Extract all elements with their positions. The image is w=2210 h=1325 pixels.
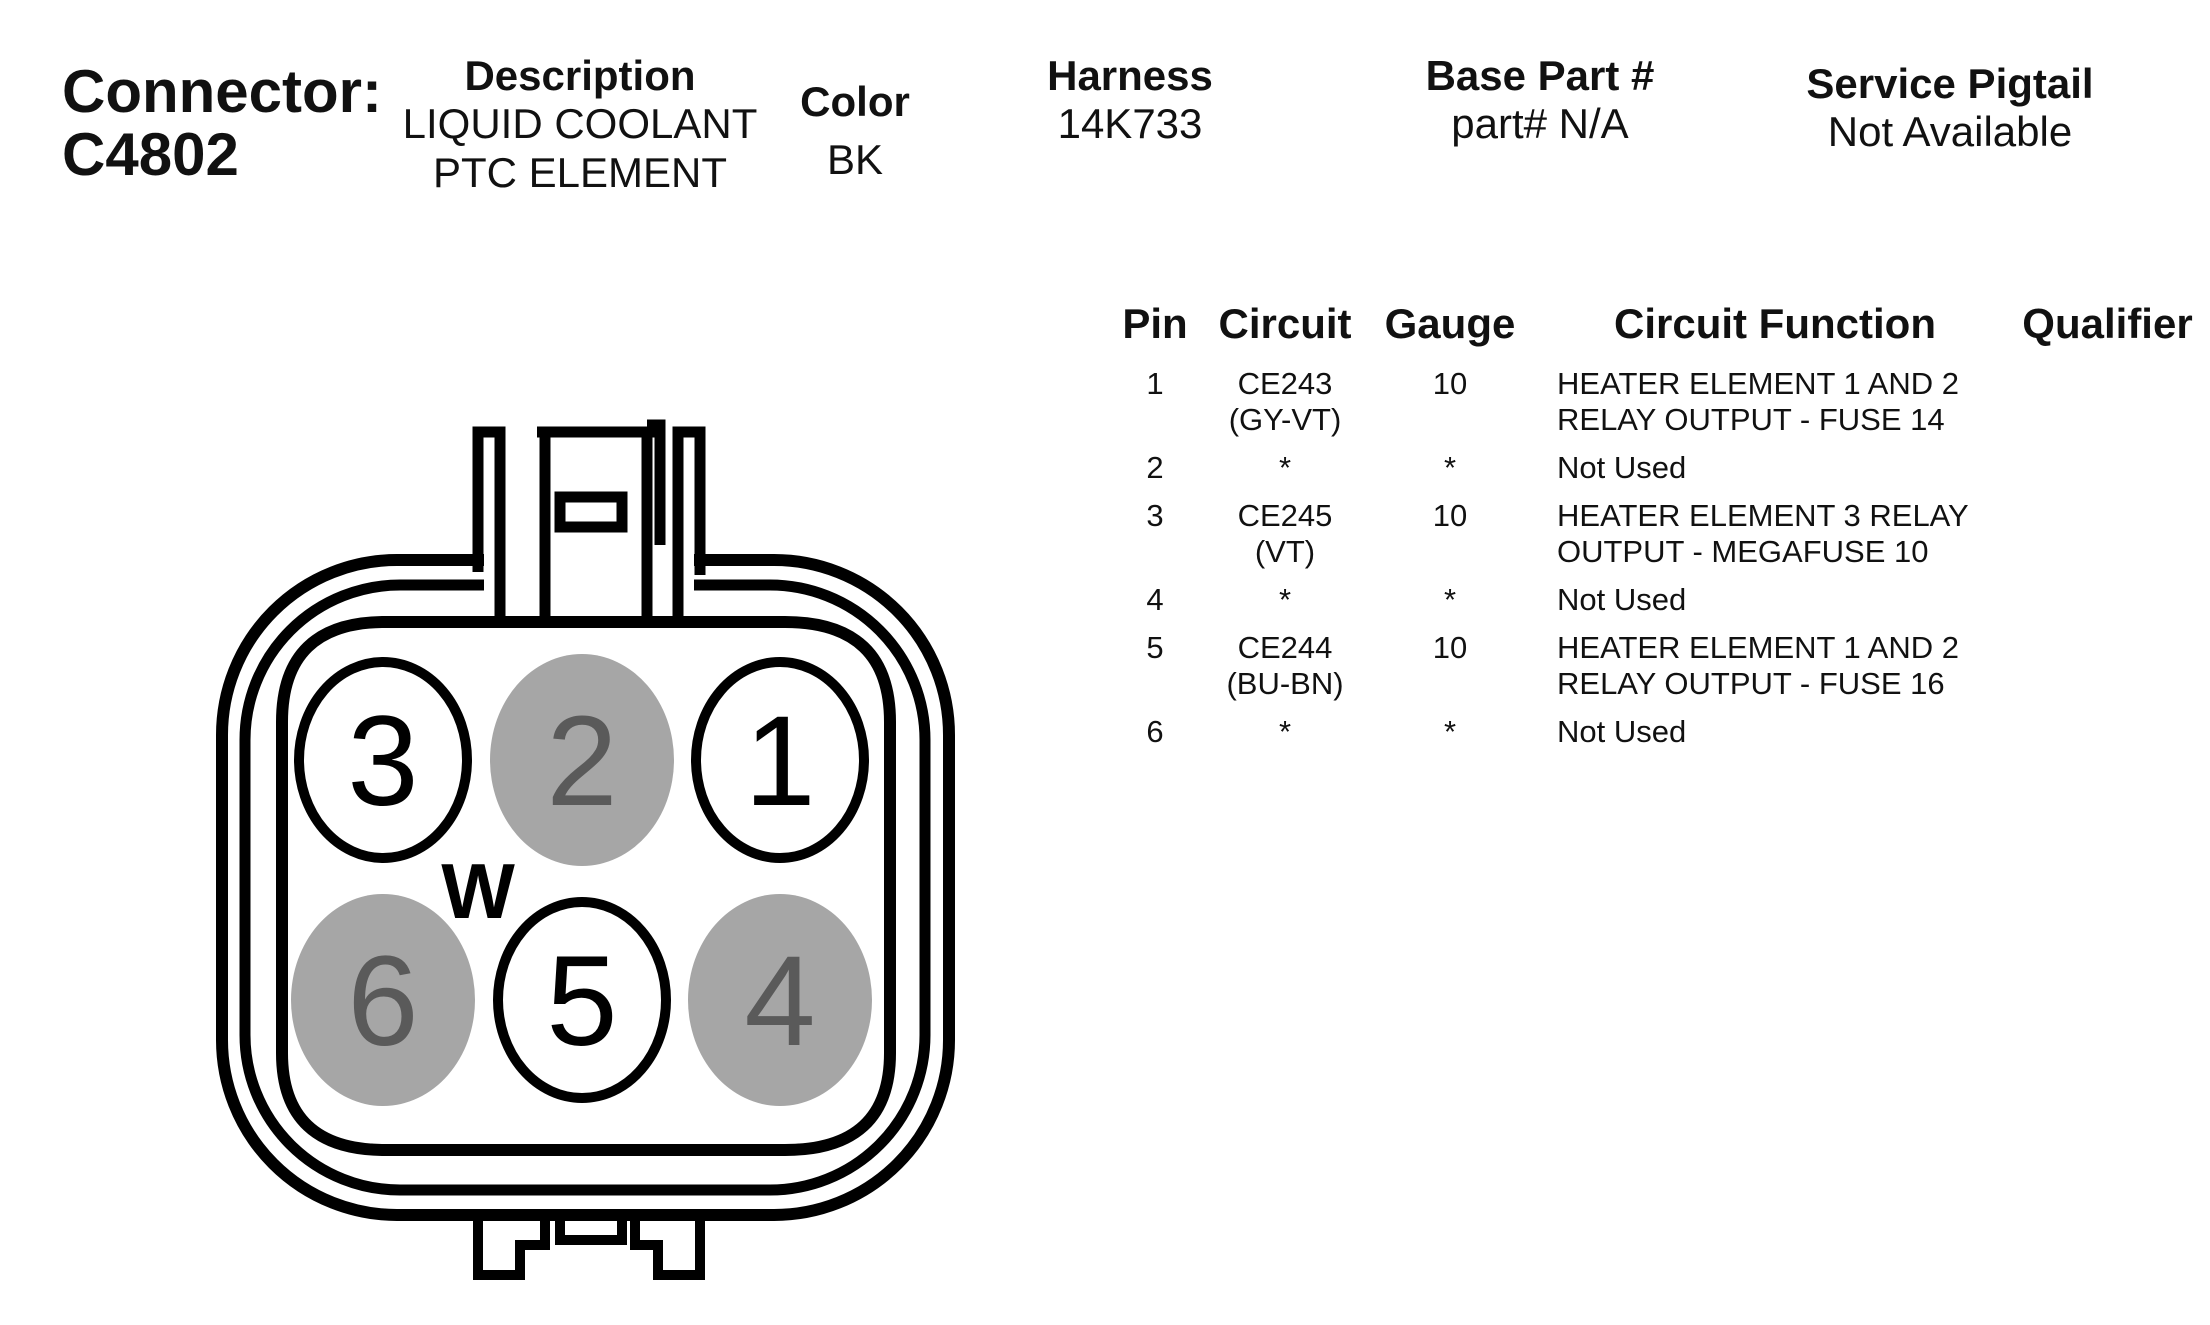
circuit-cell: * [1205,450,1365,498]
harness-label: Harness [1047,52,1213,99]
cavity-pin-5: 5 [493,897,671,1103]
cavity-pin-3: 3 [294,657,472,863]
connector-label: Connector: [62,58,382,125]
circuit-cell: * [1205,714,1365,762]
circuit-cell-line: * [1278,450,1292,485]
pin-table: Pin Circuit Gauge Circuit Function Quali… [1105,300,2200,762]
function-cell-line: Not Used [1557,714,1687,749]
header-qualifier: Qualifier [2022,300,2193,347]
color-block: Color BK [760,78,950,185]
circuit-cell-line: (BU-BN) [1226,666,1344,701]
circuit-cell-line: * [1278,714,1292,749]
service-pigtail-block: Service Pigtail Not Available [1770,60,2130,157]
gauge-cell: 10 [1432,630,1468,665]
circuit-cell: * [1205,582,1365,630]
circuit-cell-line: CE244 [1237,630,1333,665]
base-part-label: Base Part # [1425,52,1655,99]
connector-id: C4802 [62,121,239,188]
gauge-cell: 10 [1432,366,1468,401]
cavity-pin-6: 6 [291,894,475,1106]
table-row: 4 * * Not Used [1105,582,2200,630]
pin-cell: 5 [1146,630,1164,665]
circuit-cell: CE245 (VT) [1205,498,1365,582]
circuit-cell-line: CE243 [1237,366,1333,401]
function-cell-line: Not Used [1557,582,1687,617]
cavity-circle [291,894,475,1106]
harness-block: Harness 14K733 [1010,52,1250,149]
cavity-circle [493,897,671,1103]
description-block: Description LIQUID COOLANT PTC ELEMENT [380,52,780,197]
cavity-number: 2 [546,690,617,833]
keying-mark: W [441,847,515,935]
cavity-pin-4: 4 [688,894,872,1106]
bottom-latch [473,1210,705,1280]
service-pigtail-label: Service Pigtail [1806,60,2094,107]
cavity-number: 6 [347,930,418,1073]
circuit-cell: CE243(GY-VT) [1205,366,1365,450]
pin-cell: 1 [1146,366,1164,401]
cavity-number: 1 [744,690,815,833]
cavity-circle [691,657,869,863]
circuit-cell-line: * [1278,582,1292,617]
connector-title: Connector: C4802 [62,60,382,186]
cavity-circle [294,657,472,863]
function-cell: Not Used [1535,714,2015,762]
pin-cell: 6 [1146,714,1164,749]
pin-cell: 4 [1146,582,1164,617]
function-cell-line: HEATER ELEMENT 3 RELAY [1557,498,1969,533]
header-gauge: Gauge [1384,300,1516,347]
pin-cell: 3 [1146,498,1164,533]
table-header-row: Pin Circuit Gauge Circuit Function Quali… [1105,300,2200,366]
function-cell-line: OUTPUT - MEGAFUSE 10 [1557,534,1929,569]
cavity-pin-1: 1 [691,657,869,863]
description-line-1: LIQUID COOLANT [402,100,758,148]
circuit-cell: CE244(BU-BN) [1205,630,1365,714]
cavity-number: 3 [347,690,418,833]
gauge-cell: * [1443,582,1457,617]
description-label: Description [464,52,696,99]
header-circuit-function: Circuit Function [1614,300,1936,347]
color-value: BK [826,136,884,184]
function-cell: Not Used [1535,582,2015,630]
cavity-number: 4 [744,930,815,1073]
function-cell-line: RELAY OUTPUT - FUSE 16 [1557,666,1945,701]
circuit-cell-line: CE245 (VT) [1237,498,1333,569]
base-part-value: part# N/A [1451,100,1629,148]
cavity-circle [490,654,674,866]
base-part-block: Base Part # part# N/A [1380,52,1700,149]
cavity-number: 5 [546,930,617,1073]
function-cell-line: HEATER ELEMENT 1 AND 2 [1557,366,1959,401]
function-cell: Not Used [1535,450,2015,498]
pin-cell: 2 [1146,450,1164,485]
function-cell-line: RELAY OUTPUT - FUSE 14 [1557,402,1945,437]
header-pin: Pin [1122,300,1188,347]
color-label: Color [800,78,910,125]
table-row: 6 * * Not Used [1105,714,2200,762]
circuit-cell-line: (GY-VT) [1228,402,1342,437]
latch-sides [494,545,684,622]
gauge-cell: * [1443,714,1457,749]
table-row: 2 * * Not Used [1105,450,2200,498]
latch-gap [484,545,694,615]
description-line-2: PTC ELEMENT [432,148,728,196]
gauge-cell: * [1443,450,1457,485]
function-cell-line: Not Used [1557,450,1687,485]
service-pigtail-value: Not Available [1827,108,2073,156]
gauge-cell: 10 [1432,498,1468,533]
header-circuit: Circuit [1218,300,1352,347]
harness-value: 14K733 [1057,100,1203,148]
cavity-circle [688,894,872,1106]
cavity-pin-2: 2 [490,654,674,866]
function-cell-line: HEATER ELEMENT 1 AND 2 [1557,630,1959,665]
